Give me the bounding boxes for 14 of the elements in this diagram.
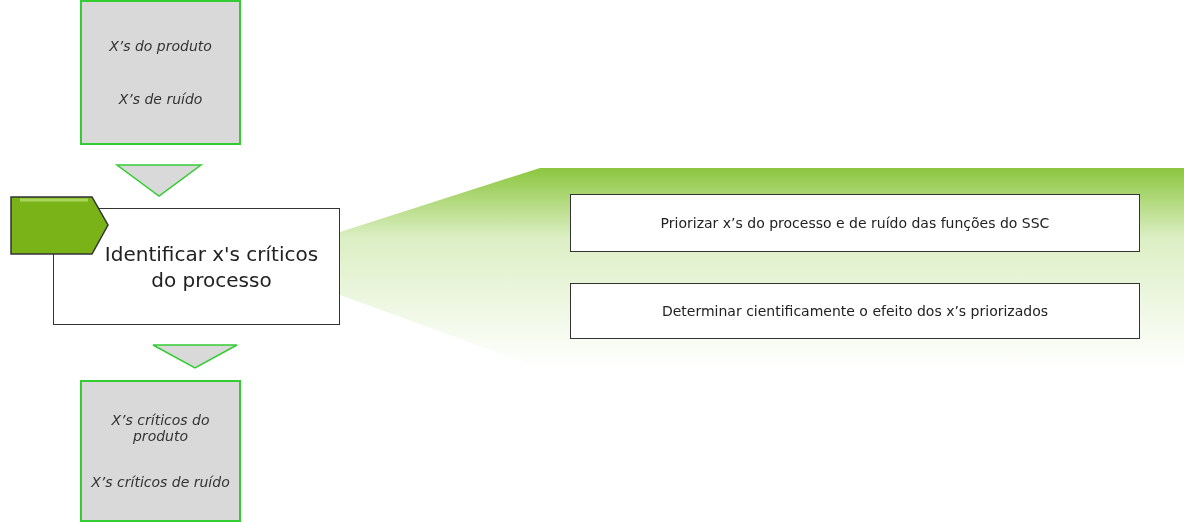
process-box (80, 0, 241, 145)
item-text: X’s críticos do produto (110, 412, 211, 444)
chevron-arrow (114, 164, 204, 197)
item-text: X’s de ruído (117, 90, 204, 107)
step-label: Determinar cientificamente o efeito dos x’s priorizados (661, 303, 1049, 319)
process-box (80, 380, 241, 522)
step-label: Identificar x's críticos do processo (103, 240, 320, 293)
step-box (53, 208, 340, 325)
step-box (570, 194, 1140, 252)
step-box (570, 283, 1140, 339)
step-label: Priorizar x’s do processo e de ruído das funções do SSC (660, 215, 1050, 231)
chevron-arrow (152, 344, 238, 369)
item-text: X’s do produto (108, 38, 213, 55)
item-text: X’s críticos de ruído (90, 474, 231, 490)
